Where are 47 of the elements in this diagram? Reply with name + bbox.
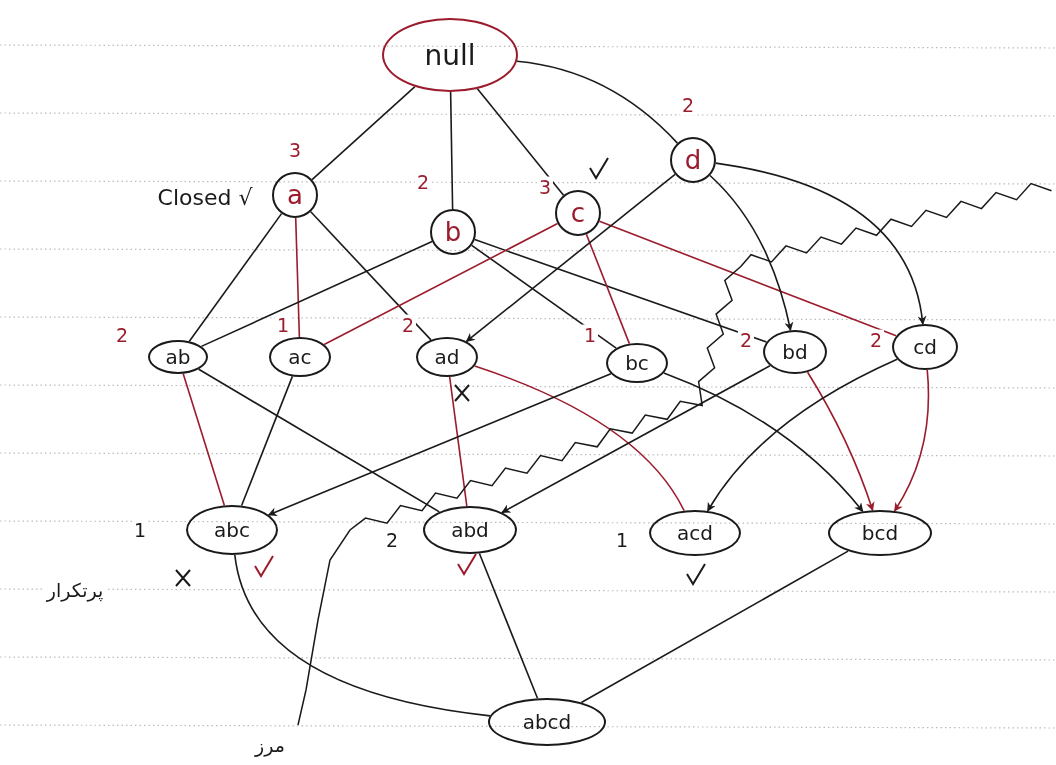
- arrow: [893, 369, 930, 512]
- itemset-node: bcd: [828, 510, 932, 556]
- connector-line: [200, 240, 433, 348]
- itemset-node: c: [555, 190, 601, 236]
- connector-line: [478, 552, 539, 700]
- itemset-node: abcd: [488, 698, 606, 746]
- arrow: [715, 162, 926, 325]
- itemset-node: ad: [416, 337, 478, 377]
- connector-line: [234, 554, 491, 717]
- arrow: [465, 173, 676, 343]
- itemset-node: ab: [148, 340, 208, 374]
- connector-line: [449, 91, 454, 210]
- connector-line: [311, 85, 416, 181]
- arrow: [806, 371, 875, 512]
- connector-line: [182, 372, 226, 507]
- itemset-node: b: [430, 209, 476, 255]
- connector-line: [448, 376, 468, 507]
- itemset-node: null: [382, 18, 518, 92]
- connector-line: [188, 212, 283, 343]
- connector-line: [598, 220, 897, 337]
- connector-line: [580, 550, 849, 704]
- connector-line: [585, 233, 631, 345]
- arrow: [663, 372, 864, 513]
- itemset-node: d: [670, 137, 716, 183]
- connector-line: [294, 217, 301, 338]
- itemset-node: a: [272, 172, 318, 218]
- arrow: [709, 174, 794, 332]
- connector-line: [516, 60, 679, 144]
- itemset-node: acd: [649, 510, 741, 556]
- connector-line: [473, 238, 768, 343]
- connector-line: [470, 244, 617, 349]
- itemset-node: abd: [423, 506, 517, 554]
- itemset-node: abc: [186, 505, 278, 555]
- connector-line: [476, 88, 565, 196]
- itemset-node: cd: [892, 324, 958, 370]
- arrow: [706, 358, 898, 512]
- arrow: [267, 372, 612, 516]
- connector-line: [197, 368, 441, 513]
- arrow: [501, 364, 771, 514]
- connector-line: [323, 222, 559, 346]
- connector-line: [309, 210, 432, 341]
- connector-line: [473, 365, 685, 512]
- itemset-node: bc: [606, 343, 668, 383]
- itemset-node: ac: [269, 337, 331, 377]
- itemset-node: bd: [763, 330, 827, 374]
- handwritten-note: پرتکرار: [44, 579, 106, 601]
- connector-line: [240, 375, 294, 507]
